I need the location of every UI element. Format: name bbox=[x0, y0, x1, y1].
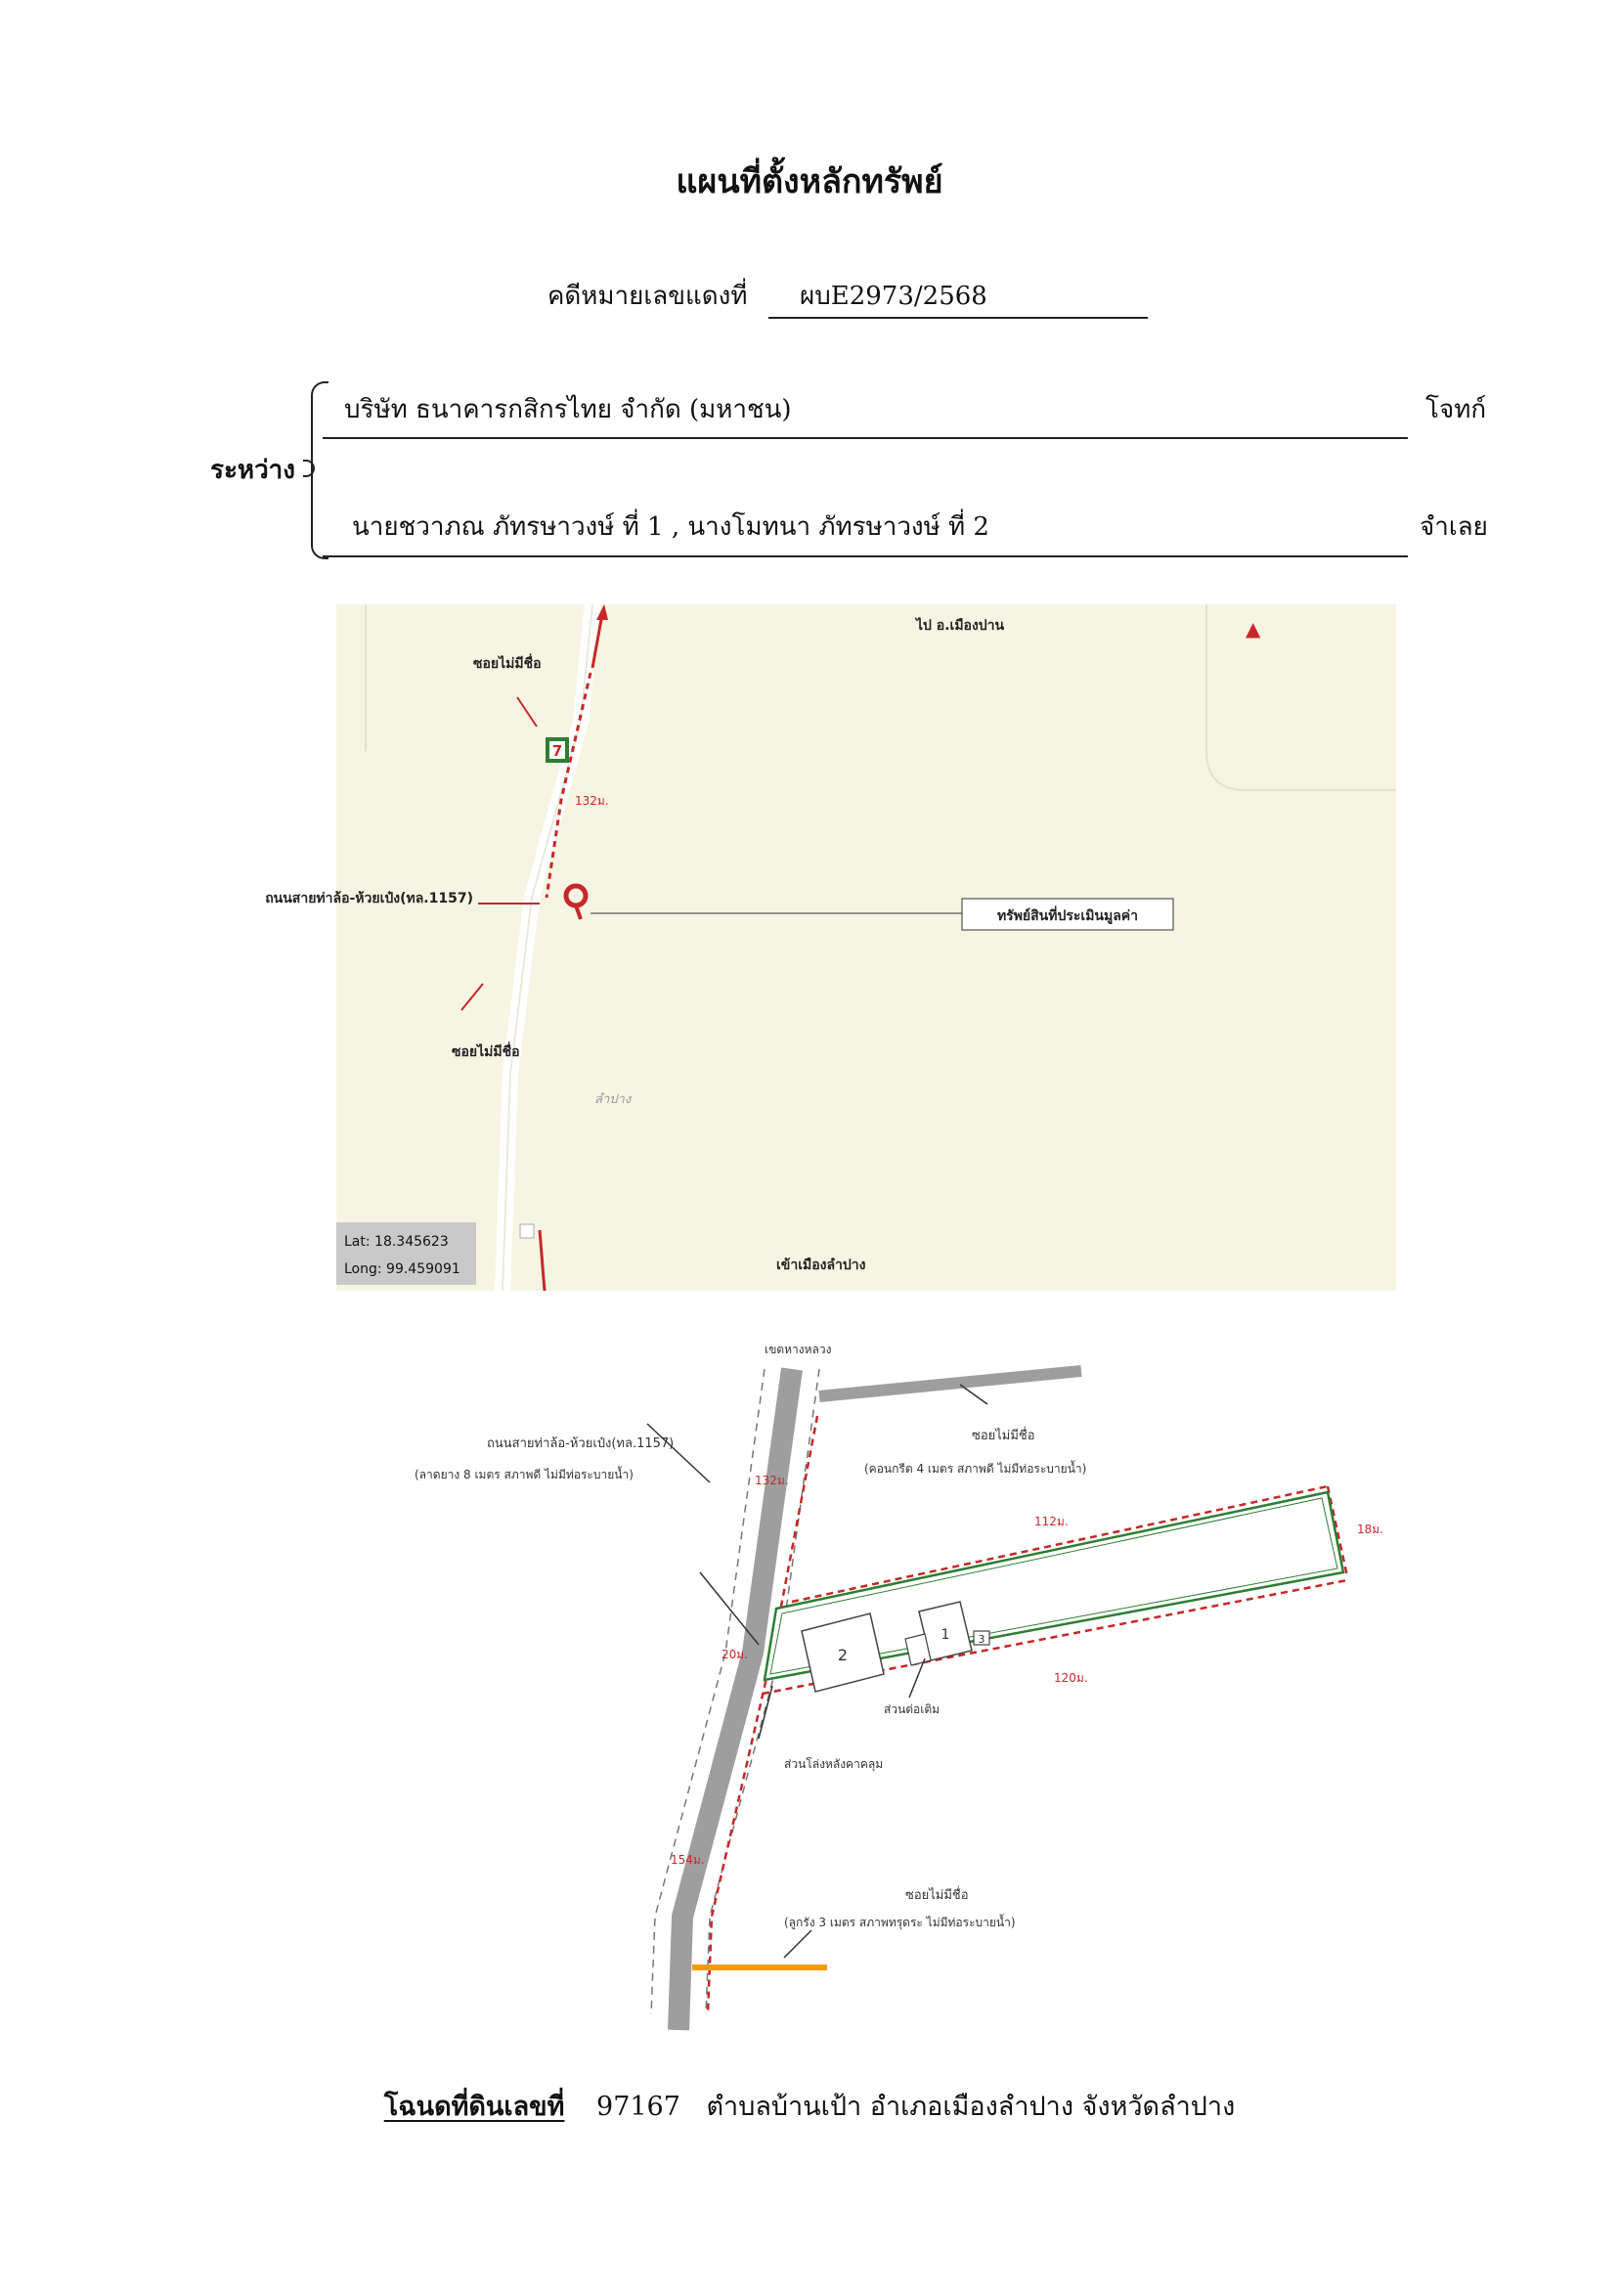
distance-154: 154ม. bbox=[671, 1853, 705, 1867]
svg-text:1: 1 bbox=[941, 1627, 950, 1643]
title-deed-location: ตำบลบ้านเป้า อำเภอเมืองลำปาง จังหวัดลำปา… bbox=[706, 2092, 1236, 2122]
svg-text:7: 7 bbox=[552, 742, 562, 760]
top-alley bbox=[818, 1365, 1082, 1402]
location-map: 7 ทรัพย์สินที่ประเมินมูลค่า ไป อ.เมืองปา… bbox=[265, 603, 1396, 1292]
distance-132: 132ม. bbox=[755, 1474, 789, 1487]
alley-north-label: ซอยไม่มีชื่อ bbox=[473, 653, 542, 672]
defendant-role: จำเลย bbox=[1420, 512, 1488, 542]
extension-block bbox=[904, 1633, 932, 1666]
between-label: ระหว่าง bbox=[210, 456, 295, 485]
case-number-underline bbox=[768, 317, 1148, 319]
road-edge-left bbox=[650, 1368, 766, 2015]
parties-brace-tip bbox=[303, 460, 315, 477]
map-route-segment bbox=[545, 672, 592, 899]
road-marker-icon bbox=[519, 1223, 535, 1239]
distance-label: 132ม. bbox=[575, 794, 609, 808]
road-pointer-line bbox=[699, 1571, 760, 1646]
land-boundary bbox=[763, 1490, 1345, 1682]
shed-pointer-line bbox=[758, 1685, 773, 1740]
case-number-label: คดีหมายเลขแดงที่ bbox=[547, 282, 748, 311]
title-deed-number: 97167 bbox=[596, 2092, 680, 2122]
svg-text:3: 3 bbox=[979, 1633, 985, 1646]
measure-18 bbox=[1326, 1485, 1349, 1577]
to-city-label: เข้าเมืองลำปาง bbox=[776, 1258, 866, 1273]
map-arrow-head bbox=[596, 604, 608, 620]
measure-112 bbox=[791, 1484, 1329, 1604]
building-3 bbox=[973, 1630, 990, 1646]
plaintiff-role: โจทก์ bbox=[1425, 395, 1487, 424]
title-deed-line: โฉนดที่ดินเลขที่ 97167 ตำบลบ้านเป้า อำเภ… bbox=[0, 2085, 1619, 2127]
defendant-names: นายชวาภณ ภัทรษาวงษ์ ที่ 1 , นางโมทนา ภัท… bbox=[352, 512, 989, 542]
district-label: เขตหางหลวง bbox=[765, 1343, 831, 1356]
latitude: Lat: 18.345623 bbox=[344, 1234, 449, 1250]
top-alley-pointer-line bbox=[959, 1384, 988, 1405]
plaintiff-underline bbox=[323, 437, 1408, 439]
distance-120: 120ม. bbox=[1054, 1671, 1088, 1685]
place-name-label: ลำปาง bbox=[594, 1092, 633, 1107]
measure-road-frontage bbox=[706, 1415, 819, 2013]
road-name-label: ถนนสายท่าล้อ-ห้วยเป๋ง(ทล.1157) bbox=[265, 891, 473, 906]
distance-20: 20ม. bbox=[722, 1648, 748, 1661]
north-arrow-icon: ▲ bbox=[1246, 617, 1261, 640]
bottom-alley-pointer-line bbox=[783, 1929, 812, 1959]
extension-label: ส่วนต่อเติม bbox=[884, 1702, 940, 1716]
bottom-alley-name: ซอยไม่มีชื่อ bbox=[905, 1886, 969, 1903]
alley-north-pointer bbox=[516, 696, 538, 728]
extension-pointer-line bbox=[908, 1657, 926, 1699]
title-deed-label: โฉนดที่ดินเลขที่ bbox=[383, 2092, 565, 2122]
property-label: ทรัพย์สินที่ประเมินมูลค่า bbox=[997, 905, 1138, 924]
property-label-box bbox=[961, 898, 1174, 931]
site-plan: 2 1 3 เขตหางหลวง ถนนสายท่าล้อ-ห้วยเป๋ง(ท… bbox=[415, 1343, 1383, 2031]
distance-18: 18ม. bbox=[1357, 1523, 1383, 1536]
site-road-desc: (ลาดยาง 8 เมตร สภาพดี ไม่มีท่อระบายน้ำ) bbox=[415, 1466, 634, 1481]
plaintiff-name: บริษัท ธนาคารกสิกรไทย จำกัด (มหาชน) bbox=[344, 395, 792, 424]
longitude: Long: 99.459091 bbox=[344, 1261, 460, 1277]
distance-112: 112ม. bbox=[1034, 1515, 1069, 1528]
shed-label: ส่วนโล่งหลังคาคลุม bbox=[784, 1757, 883, 1772]
bottom-alley-desc: (ลูกรัง 3 เมตร สภาพทรุดระ ไม่มีท่อระบายน… bbox=[784, 1914, 1016, 1930]
site-road-name: ถนนสายท่าล้อ-ห้วยเป๋ง(ทล.1157) bbox=[487, 1436, 674, 1451]
coordinates-box bbox=[336, 1222, 476, 1285]
map-north-arrow-line bbox=[591, 613, 604, 669]
defendant-underline bbox=[323, 555, 1408, 557]
site-plan-road bbox=[668, 1367, 803, 2031]
map-background bbox=[336, 604, 1396, 1291]
map-field-boundary bbox=[1205, 604, 1396, 791]
svg-text:2: 2 bbox=[838, 1646, 848, 1664]
case-number: ผบE2973/2568 bbox=[800, 282, 987, 311]
alley-south-pointer bbox=[460, 983, 484, 1011]
page-title: แผนที่ตั้งหลักทรัพย์ bbox=[676, 162, 943, 201]
alley-south-label: ซอยไม่มีชื่อ bbox=[452, 1041, 520, 1060]
to-district-label: ไป อ.เมืองปาน bbox=[914, 616, 1005, 634]
map-south-arrow-line bbox=[538, 1229, 547, 1292]
top-alley-desc: (คอนกรีต 4 เมตร สภาพดี ไม่มีท่อระบายน้ำ) bbox=[864, 1460, 1086, 1476]
building-2 bbox=[801, 1612, 885, 1693]
top-alley-name: ซอยไม่มีชื่อ bbox=[972, 1427, 1035, 1443]
